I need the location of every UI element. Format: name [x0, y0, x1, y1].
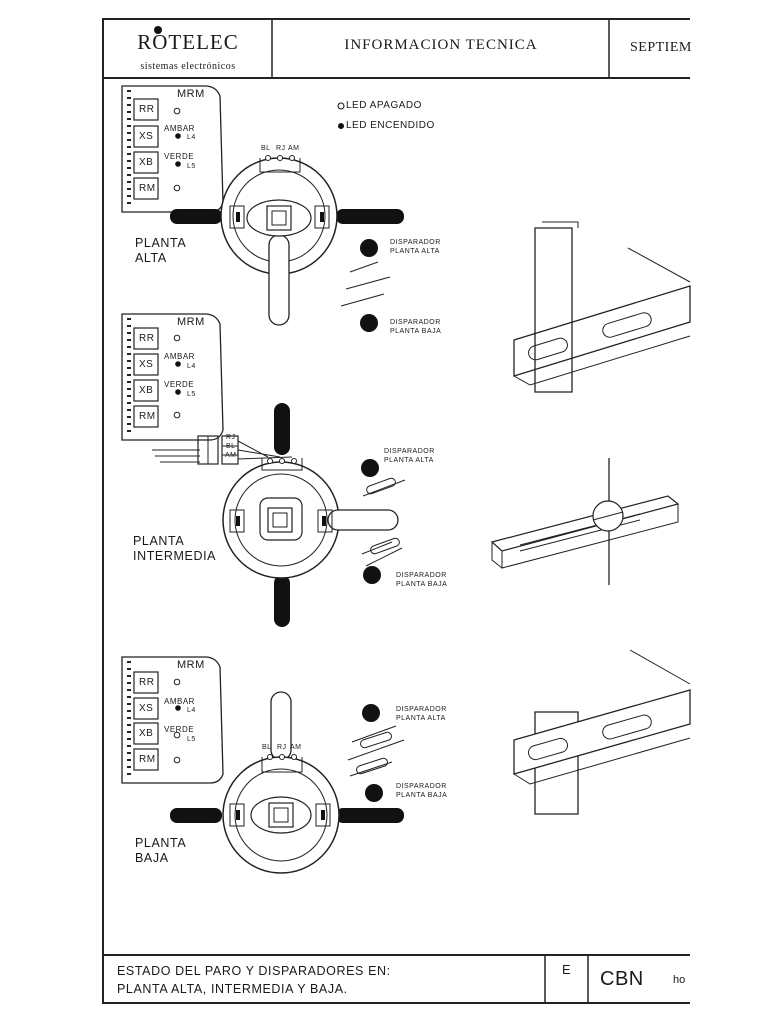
wire-rj-alta: RJ [276, 145, 286, 152]
board-title-alta: MRM [177, 88, 205, 100]
wire-bl-baja: BL [262, 744, 272, 751]
label-verde-alta: VERDE [164, 152, 195, 161]
trigger-plant-low-alta: PLANTA BAJA [390, 328, 442, 335]
wire-rj-baja: RJ [277, 744, 287, 751]
label-l5-intermedia: L5 [187, 391, 196, 398]
panel-title-intermedia-1: PLANTA [133, 534, 185, 548]
panel-title-alta-1: PLANTA [135, 236, 187, 250]
wire-bl-intermedia: BL [226, 443, 236, 450]
label-l4-baja: L4 [187, 707, 196, 714]
label-rr-alta: RR [139, 104, 155, 115]
label-xb-intermedia: XB [139, 385, 154, 396]
legend-led-on: LED ENCENDIDO [346, 120, 435, 131]
label-xb-alta: XB [139, 157, 154, 168]
document-date: SEPTIEM [630, 40, 692, 55]
board-title-baja: MRM [177, 659, 205, 671]
brand-subtitle: sistemas electrónicos [140, 61, 236, 72]
brand-logo: ROTELEC [137, 30, 239, 54]
legend-led-off: LED APAGADO [346, 100, 422, 111]
wire-bl-alta: BL [261, 145, 271, 152]
label-ambar-alta: AMBAR [164, 124, 195, 133]
label-l5-baja: L5 [187, 736, 196, 743]
page-label: ho [673, 974, 686, 986]
panel-title-baja-2: BAJA [135, 851, 169, 865]
trigger-plant-low-baja: PLANTA BAJA [396, 792, 448, 799]
trigger-label-low-baja: DISPARADOR [396, 783, 447, 790]
label-rm-intermedia: RM [139, 411, 156, 422]
wire-am-intermedia: AM [225, 452, 237, 459]
trigger-plant-high-baja: PLANTA ALTA [396, 715, 446, 722]
label-xs-intermedia: XS [139, 359, 154, 370]
wire-rj-intermedia: RJ [226, 434, 236, 441]
label-rm-alta: RM [139, 183, 156, 194]
label-xs-baja: XS [139, 703, 154, 714]
footer-description-2: PLANTA ALTA, INTERMEDIA Y BAJA. [117, 982, 348, 996]
panel-title-intermedia-2: INTERMEDIA [133, 549, 217, 563]
brand-dot [154, 26, 162, 34]
trigger-label-high-intermedia: DISPARADOR [384, 448, 435, 455]
footer-description-1: ESTADO DEL PARO Y DISPARADORES EN: [117, 964, 391, 978]
trigger-label-low-alta: DISPARADOR [390, 319, 441, 326]
label-xs-alta: XS [139, 131, 154, 142]
trigger-label-low-intermedia: DISPARADOR [396, 572, 447, 579]
label-rr-intermedia: RR [139, 333, 155, 344]
trigger-label-high-baja: DISPARADOR [396, 706, 447, 713]
trigger-plant-high-alta: PLANTA ALTA [390, 248, 440, 255]
panel-title-baja-1: PLANTA [135, 836, 187, 850]
wire-am-baja: AM [290, 744, 302, 751]
label-l4-alta: L4 [187, 134, 196, 141]
trigger-plant-low-intermedia: PLANTA BAJA [396, 581, 448, 588]
document-code: CBN [600, 968, 644, 990]
label-rm-baja: RM [139, 754, 156, 765]
label-ambar-intermedia: AMBAR [164, 352, 195, 361]
document-title: INFORMACION TECNICA [344, 37, 538, 53]
wire-am-alta: AM [288, 145, 300, 152]
board-title-intermedia: MRM [177, 316, 205, 328]
trigger-label-high-alta: DISPARADOR [390, 239, 441, 246]
label-verde-baja: VERDE [164, 725, 195, 734]
panel-title-alta-2: ALTA [135, 251, 167, 265]
label-xb-baja: XB [139, 728, 154, 739]
revision-letter: E [562, 962, 571, 977]
label-l5-alta: L5 [187, 163, 196, 170]
label-l4-intermedia: L4 [187, 363, 196, 370]
label-ambar-baja: AMBAR [164, 697, 195, 706]
trigger-plant-high-intermedia: PLANTA ALTA [384, 457, 434, 464]
label-verde-intermedia: VERDE [164, 380, 195, 389]
label-rr-baja: RR [139, 677, 155, 688]
